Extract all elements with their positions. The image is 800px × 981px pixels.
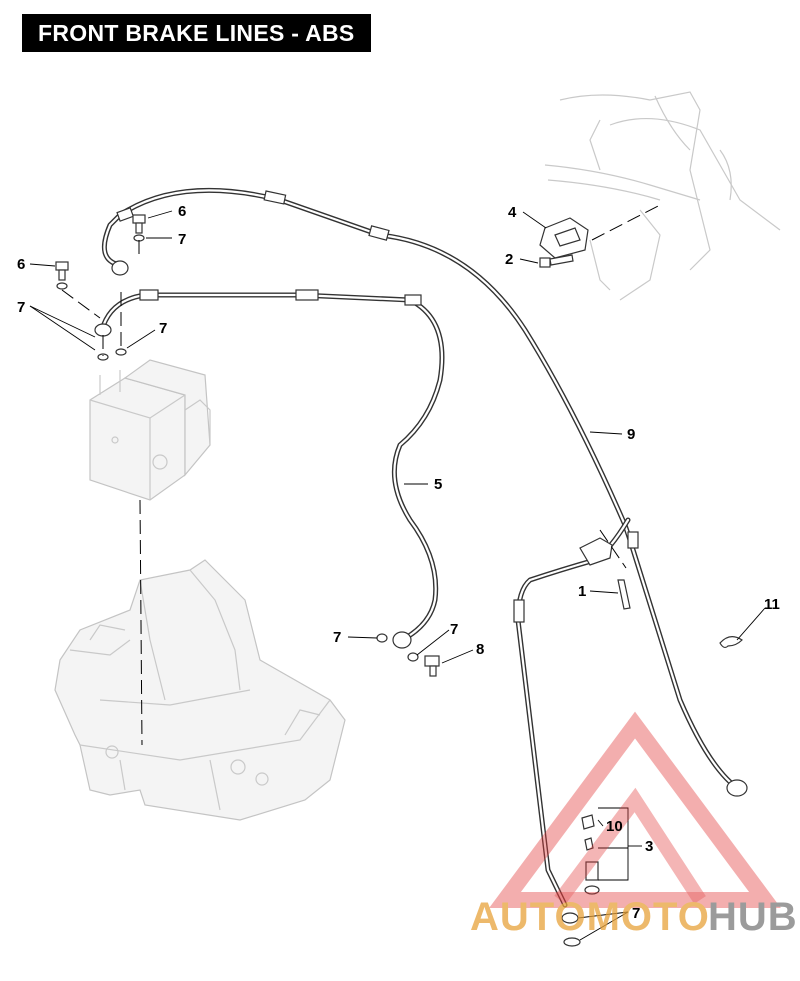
handlebar-area-ghost (544, 91, 781, 301)
page-title: FRONT BRAKE LINES - ABS (22, 14, 371, 52)
callout-10: 10 (606, 818, 623, 835)
callout-5: 5 (434, 476, 442, 493)
watermark-text-part2: HUB (708, 895, 798, 939)
callout-8: 8 (476, 641, 484, 658)
callout-7a: 7 (178, 231, 186, 248)
leader-lines (29, 210, 766, 941)
hardware-parts (55, 214, 743, 947)
callout-4: 4 (508, 204, 517, 221)
callout-2: 2 (505, 251, 513, 268)
abs-module-ghost (89, 359, 211, 501)
callout-7b: 7 (17, 299, 25, 316)
callout-7e: 7 (450, 621, 458, 638)
brake-line-5 (99, 292, 445, 643)
alignment-lines (61, 204, 661, 746)
callout-7f: 7 (632, 905, 640, 922)
callout-9: 9 (627, 426, 635, 443)
callout-6b: 6 (17, 256, 25, 273)
line-fittings (94, 190, 748, 797)
callout-labels: 6 7 6 7 7 4 2 5 9 1 11 7 7 8 10 3 7 (17, 203, 780, 922)
callout-3: 3 (645, 838, 653, 855)
callout-1: 1 (578, 583, 586, 600)
callout-7d: 7 (333, 629, 341, 646)
frame-bracket-ghost (54, 559, 346, 821)
watermark-triangle (489, 711, 781, 908)
watermark-text-part1: AUTOMOTO (470, 895, 710, 939)
callout-7c: 7 (159, 320, 167, 337)
automotohub-watermark: AUTOMOTO HUB (470, 711, 798, 939)
callout-6a: 6 (178, 203, 186, 220)
callout-11: 11 (764, 596, 780, 613)
